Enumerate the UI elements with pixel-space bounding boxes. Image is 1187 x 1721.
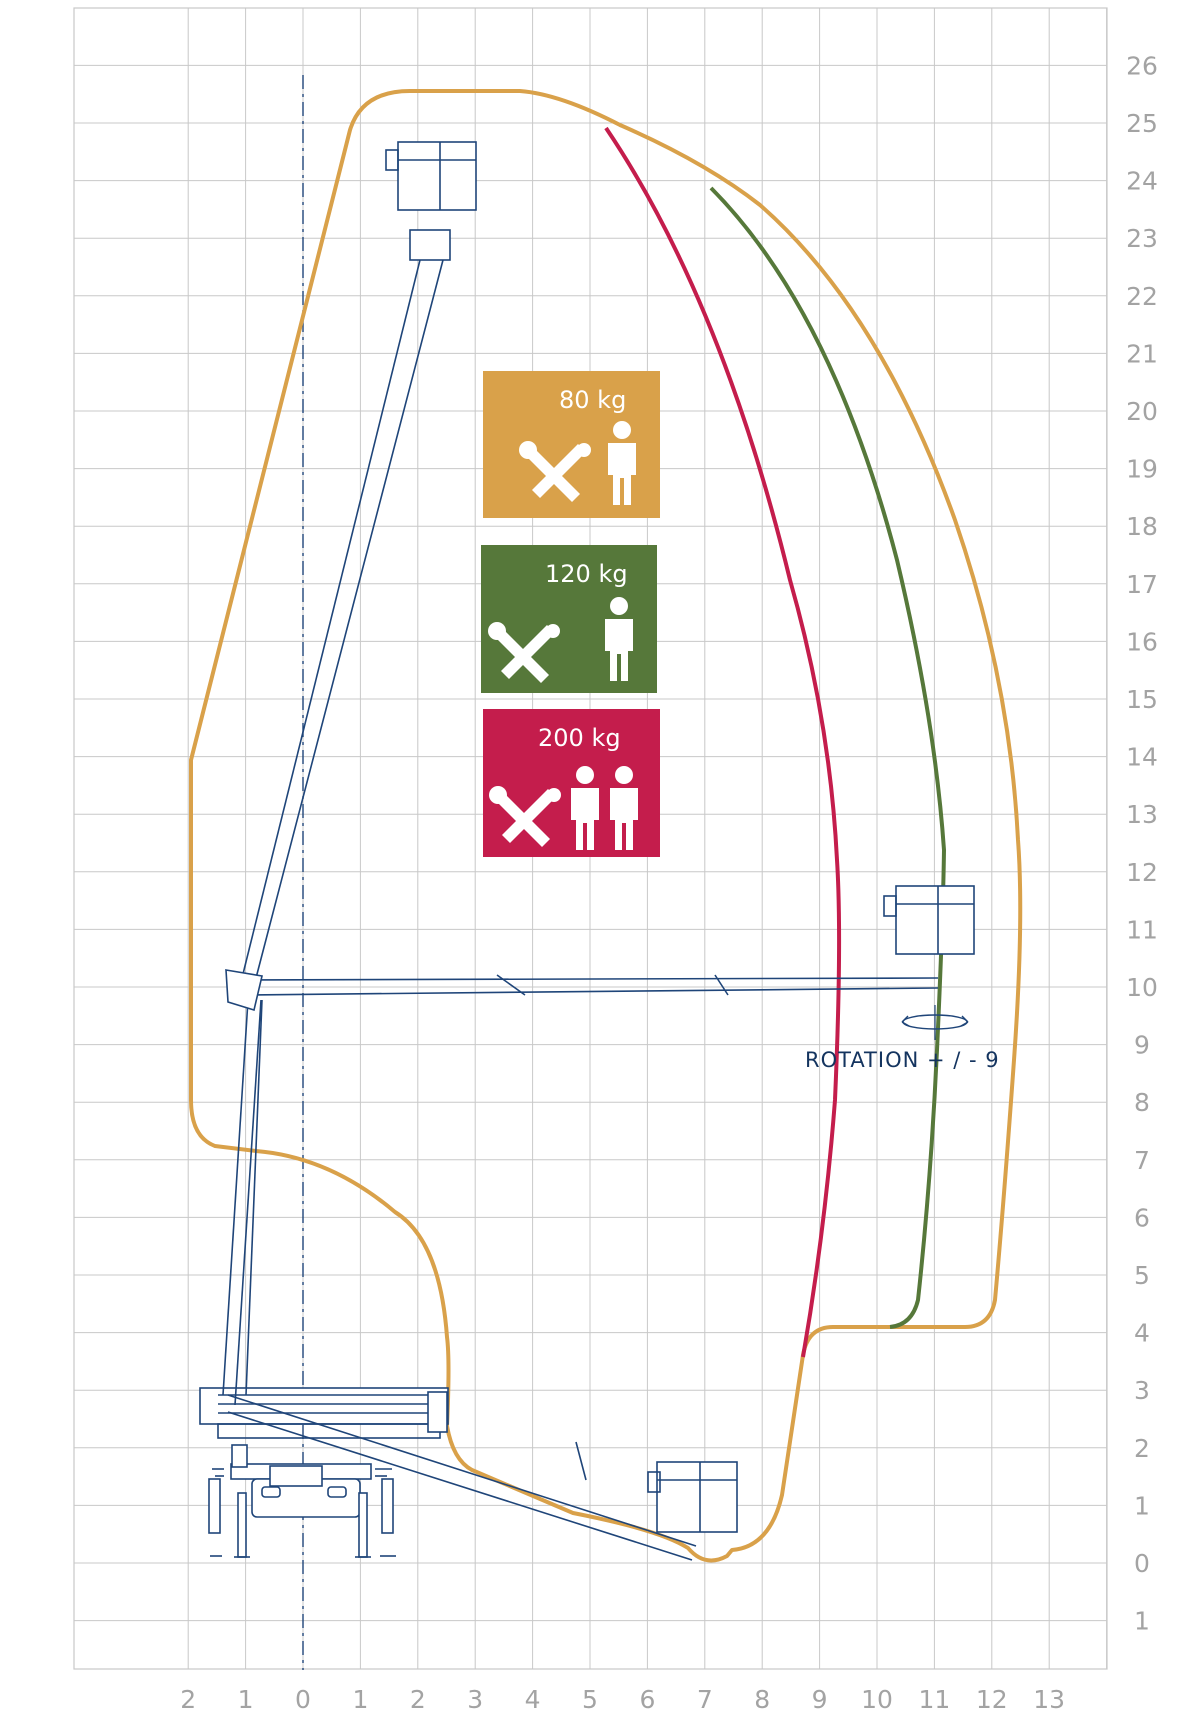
basket-mid [883, 885, 975, 955]
x-tick-label: 7 [697, 1685, 713, 1714]
envelope-80kg [189, 89, 1023, 1563]
y-tick-label: 17 [1126, 570, 1158, 599]
legend-200kg-label: 200 kg [538, 724, 621, 752]
x-tick-label: 11 [918, 1685, 950, 1714]
y-tick-label: 3 [1134, 1376, 1150, 1405]
y-tick-label: 0 [1134, 1549, 1150, 1578]
x-tick-label: 4 [525, 1685, 541, 1714]
x-tick-label: 2 [410, 1685, 426, 1714]
worker-icon [608, 421, 636, 505]
tools-icon [489, 786, 561, 847]
chassis [208, 1444, 396, 1558]
y-tick-label: 19 [1126, 455, 1158, 484]
y-tick-label: 5 [1134, 1261, 1150, 1290]
legend-120kg-label: 120 kg [545, 560, 628, 588]
x-tick-label: 5 [582, 1685, 598, 1714]
tools-icon [488, 622, 560, 683]
y-tick-label: 26 [1126, 51, 1158, 80]
y-tick-label: 24 [1126, 167, 1158, 196]
tools-icon [519, 441, 591, 502]
base-platform [199, 1387, 449, 1439]
machine-drawing [199, 141, 975, 1561]
y-tick-label: 15 [1126, 685, 1158, 714]
rotation-arrow-icon [901, 1005, 969, 1040]
worker-icon [571, 766, 599, 850]
x-tick-label: 3 [467, 1685, 483, 1714]
y-tick-label: 25 [1126, 109, 1158, 138]
x-tick-label: 2 [180, 1685, 196, 1714]
y-tick-label: 9 [1134, 1031, 1150, 1060]
y-tick-label: 4 [1134, 1319, 1150, 1348]
legend-120kg: 120 kg [481, 545, 657, 693]
legend: 80 kg 120 kg [481, 371, 660, 857]
x-tick-label: 1 [352, 1685, 368, 1714]
y-tick-label: 14 [1126, 743, 1158, 772]
legend-80kg-label: 80 kg [559, 386, 626, 414]
x-tick-label: 0 [295, 1685, 311, 1714]
boom [222, 229, 939, 1561]
x-tick-label: 10 [861, 1685, 893, 1714]
envelope-120kg [709, 186, 947, 1329]
y-tick-label: 10 [1126, 973, 1158, 1002]
basket-low [647, 1461, 738, 1533]
y-tick-label: 16 [1126, 627, 1158, 656]
rotation-label: ROTATION + / - 9 [805, 1048, 1000, 1072]
basket-top [385, 141, 477, 211]
x-tick-label: 8 [754, 1685, 770, 1714]
y-tick-label: 23 [1126, 224, 1158, 253]
worker-icon [610, 766, 638, 850]
x-tick-label: 6 [639, 1685, 655, 1714]
y-axis: 2625242322212019181716151413121110987654… [1126, 51, 1158, 1635]
y-tick-label: 1 [1134, 1607, 1150, 1636]
y-tick-label: 11 [1126, 915, 1158, 944]
y-tick-label: 2 [1134, 1434, 1150, 1463]
y-tick-label: 7 [1134, 1146, 1150, 1175]
y-tick-label: 12 [1126, 858, 1158, 887]
worker-icon [605, 597, 633, 681]
y-tick-label: 21 [1126, 339, 1158, 368]
y-tick-label: 20 [1126, 397, 1158, 426]
x-tick-label: 12 [976, 1685, 1008, 1714]
y-tick-label: 22 [1126, 282, 1158, 311]
y-tick-label: 13 [1126, 800, 1158, 829]
legend-200kg: 200 kg [483, 709, 660, 857]
legend-80kg: 80 kg [483, 371, 660, 518]
x-tick-label: 9 [812, 1685, 828, 1714]
envelope-200kg [604, 126, 842, 1358]
y-tick-label: 1 [1134, 1491, 1150, 1520]
y-tick-label: 8 [1134, 1088, 1150, 1117]
x-tick-label: 1 [238, 1685, 254, 1714]
y-tick-label: 6 [1134, 1203, 1150, 1232]
y-tick-label: 18 [1126, 512, 1158, 541]
x-tick-label: 13 [1033, 1685, 1065, 1714]
